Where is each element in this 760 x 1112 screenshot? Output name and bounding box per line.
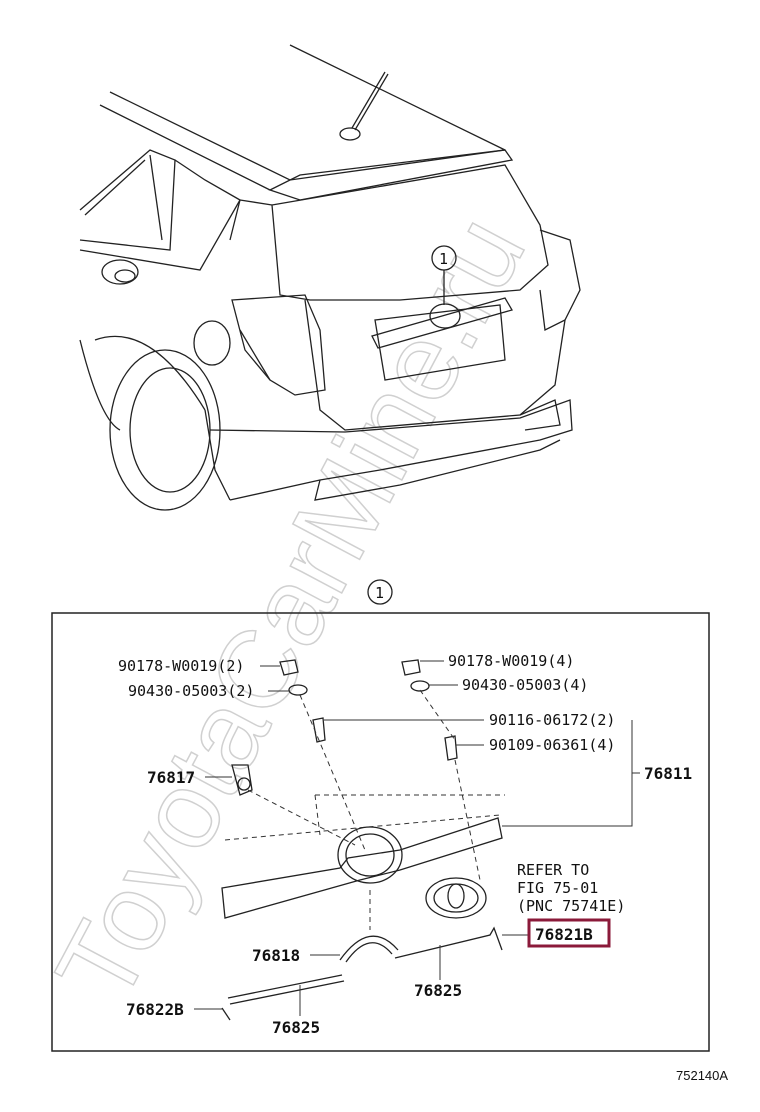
- part-label: 90109-06361(4): [489, 736, 615, 754]
- exploded-parts: [194, 659, 640, 1021]
- callout-number: 1: [439, 250, 448, 268]
- part-label: 90178-W0019(2): [118, 657, 244, 675]
- refer-note-line: REFER TO: [517, 861, 589, 879]
- part-label: 90178-W0019(4): [448, 652, 574, 670]
- part-label: 90430-05003(4): [462, 676, 588, 694]
- part-label: 90116-06172(2): [489, 711, 615, 729]
- detail-frame: [51, 612, 710, 1052]
- part-label: 76822B: [126, 1000, 184, 1019]
- refer-note-line: FIG 75-01: [517, 879, 598, 897]
- part-label: 76817: [147, 768, 195, 787]
- part-label: 76825: [414, 981, 462, 1000]
- part-label: 76811: [644, 764, 692, 783]
- highlight-box[interactable]: [527, 918, 611, 948]
- part-label: 76825: [272, 1018, 320, 1037]
- part-label: 76818: [252, 946, 300, 965]
- figure-code: 752140A: [676, 1068, 728, 1083]
- highlighted-part-label[interactable]: 76821B: [535, 925, 593, 944]
- section-callout-number: 1: [375, 584, 384, 602]
- refer-note-line: (PNC 75741E): [517, 897, 625, 915]
- car-illustration: 1: [79, 44, 581, 511]
- watermark-text: ToyotaCarMine.ru: [33, 197, 549, 1021]
- part-label: 90430-05003(2): [128, 682, 254, 700]
